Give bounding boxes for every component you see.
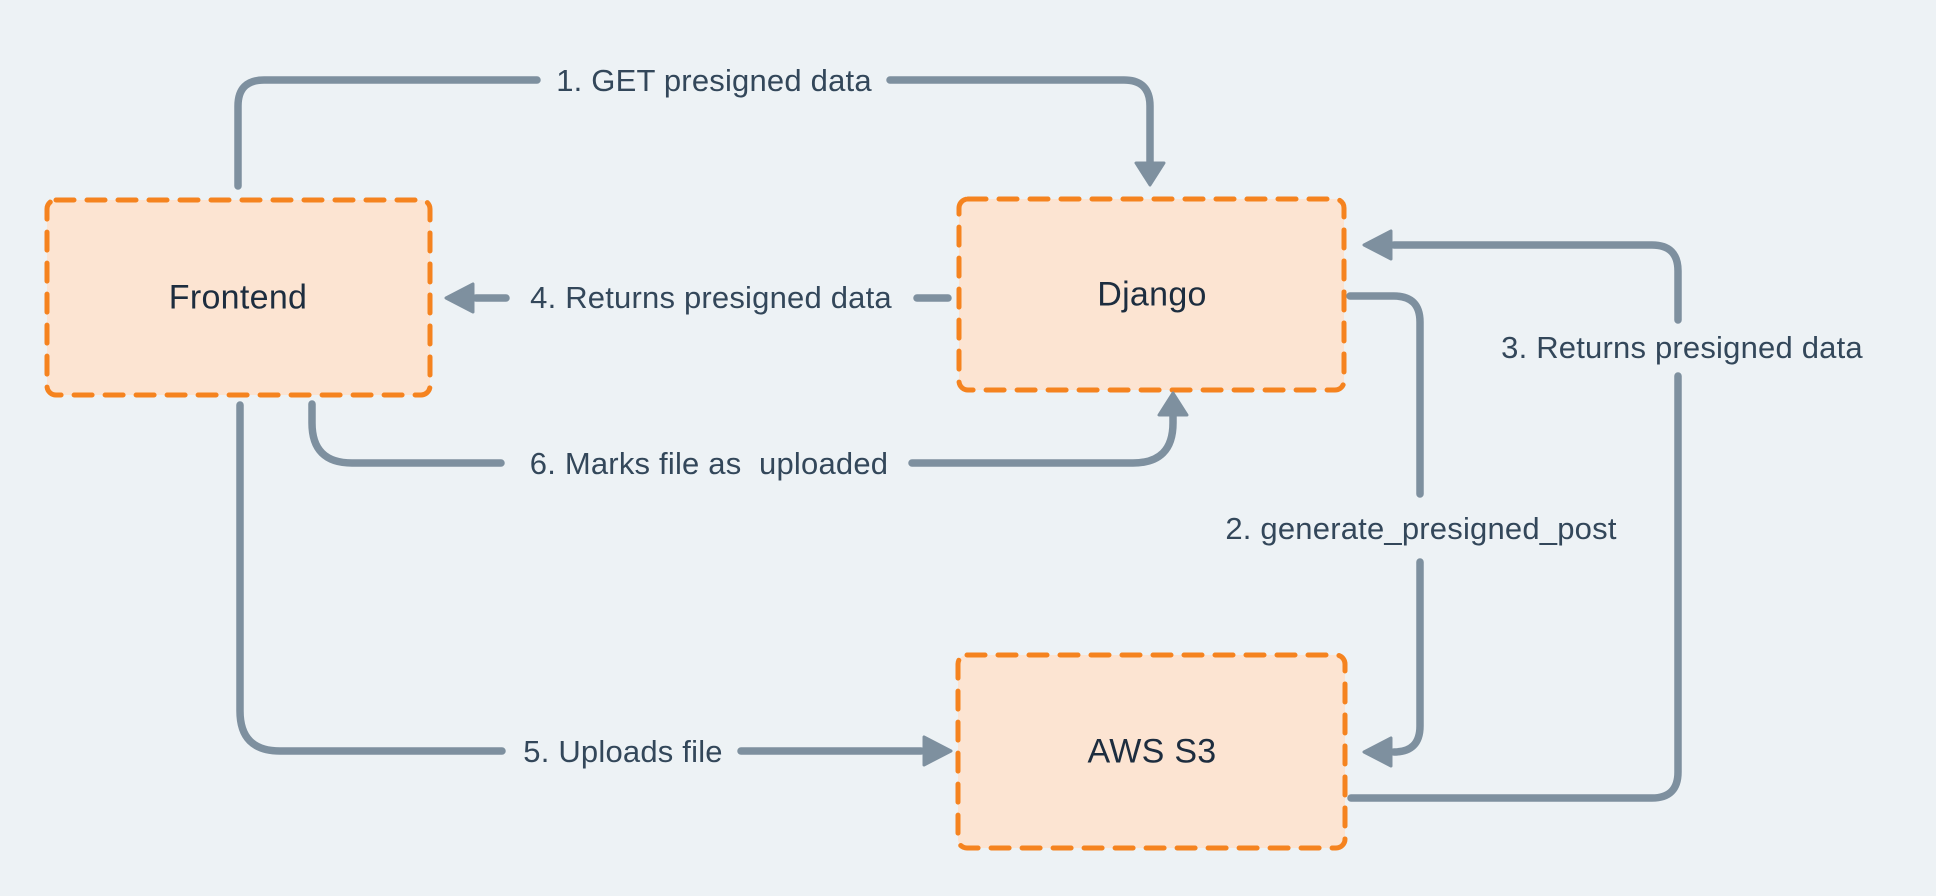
arrow-3-returns-presigned-data	[1347, 229, 1682, 802]
django-node-label: Django	[1097, 275, 1207, 314]
django-node-box	[956, 196, 1347, 393]
step-3-label: 3. Returns presigned data	[1501, 330, 1863, 365]
aws-s3-node-box	[955, 652, 1348, 851]
arrow-4-returns-presigned-data	[444, 282, 952, 314]
arrow-2-segment-bottom	[1390, 558, 1424, 756]
arrow-5-right-arrowhead-icon	[922, 735, 953, 767]
step-5-label: 5. Uploads file	[523, 734, 723, 769]
arrow-1-segment-right	[886, 76, 1154, 168]
arrow-4-left-arrowhead-icon	[444, 282, 475, 314]
arrow-6-segment-right	[908, 410, 1177, 467]
arrow-6-up-arrowhead-icon	[1157, 391, 1189, 417]
arrow-2-left-arrowhead-icon	[1362, 736, 1393, 768]
step-6-label: 6. Marks file as uploaded	[529, 446, 889, 481]
arrow-2-segment-top	[1346, 292, 1424, 498]
step-4-label: 4. Returns presigned data	[530, 280, 892, 315]
aws-s3-node-label: AWS S3	[1087, 732, 1217, 771]
arrow-3-segment-bottom	[1347, 372, 1682, 802]
step-1-label: 1. GET presigned data	[556, 63, 872, 98]
arrow-1-get-presigned-data	[234, 76, 1166, 190]
arrow-3-segment-top	[1390, 241, 1682, 324]
arrow-3-left-arrowhead-icon	[1362, 229, 1393, 261]
arrow-5-segment-left	[236, 401, 506, 755]
arrow-1-down-arrowhead-icon	[1134, 161, 1166, 187]
frontend-node-box	[44, 197, 433, 398]
arrow-5-uploads-file	[236, 401, 953, 767]
frontend-node-label: Frontend	[168, 278, 308, 317]
arrow-6-marks-file-uploaded	[308, 391, 1189, 467]
arrow-2-generate-presigned-post	[1346, 292, 1424, 768]
step-2-label: 2. generate_presigned_post	[1225, 511, 1617, 546]
arrow-1-segment-left	[234, 76, 541, 190]
arrow-6-segment-left	[308, 400, 505, 467]
